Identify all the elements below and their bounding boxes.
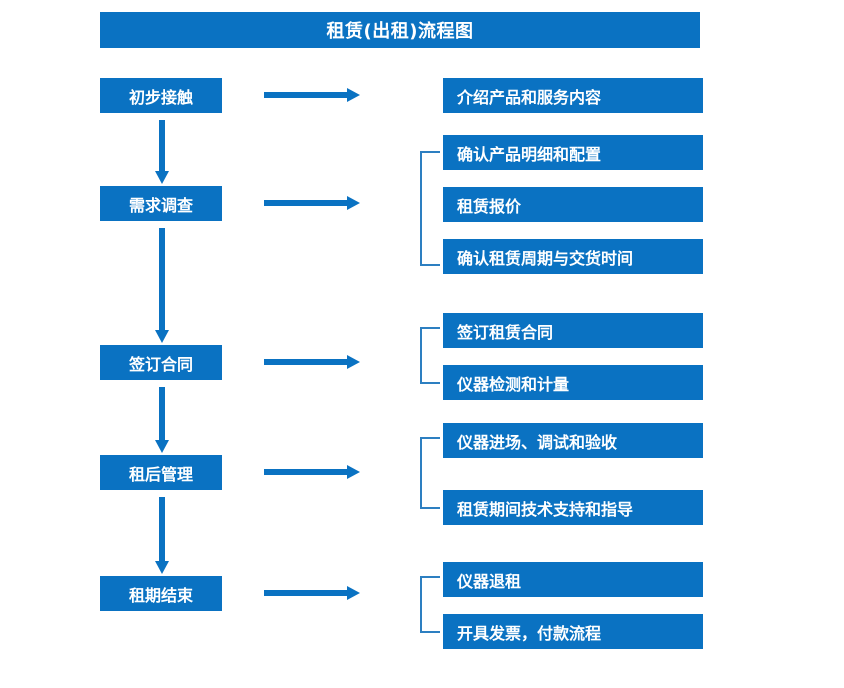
stage-box-4[interactable]: 租后管理 (100, 455, 222, 490)
detail-box-5[interactable]: 签订租赁合同 (443, 313, 703, 348)
group-bracket-3 (420, 327, 440, 384)
detail-box-6[interactable]: 仪器检测和计量 (443, 365, 703, 400)
group-bracket-2 (420, 151, 440, 266)
arrow-head-down-icon (155, 561, 169, 574)
horizontal-arrow-5 (264, 586, 360, 600)
arrow-head-right-icon (347, 586, 360, 600)
arrow-head-down-icon (155, 440, 169, 453)
detail-box-4[interactable]: 确认租赁周期与交货时间 (443, 239, 703, 274)
vertical-arrow-shaft (159, 497, 165, 561)
arrow-head-right-icon (347, 88, 360, 102)
horizontal-arrow-shaft (264, 590, 348, 596)
group-bracket-5 (420, 576, 440, 633)
stage-box-5[interactable]: 租期结束 (100, 576, 222, 611)
arrow-head-down-icon (155, 330, 169, 343)
arrow-head-right-icon (347, 465, 360, 479)
horizontal-arrow-2 (264, 196, 360, 210)
detail-box-10[interactable]: 开具发票，付款流程 (443, 614, 703, 649)
detail-box-1[interactable]: 介绍产品和服务内容 (443, 78, 703, 113)
arrow-head-right-icon (347, 196, 360, 210)
stage-box-2[interactable]: 需求调查 (100, 186, 222, 221)
vertical-arrow-shaft (159, 228, 165, 330)
horizontal-arrow-3 (264, 355, 360, 369)
horizontal-arrow-shaft (264, 359, 348, 365)
detail-box-7[interactable]: 仪器进场、调试和验收 (443, 423, 703, 458)
vertical-arrow-4 (155, 497, 169, 574)
horizontal-arrow-shaft (264, 92, 348, 98)
horizontal-arrow-shaft (264, 200, 348, 206)
group-bracket-4 (420, 437, 440, 509)
detail-box-9[interactable]: 仪器退租 (443, 562, 703, 597)
horizontal-arrow-1 (264, 88, 360, 102)
vertical-arrow-shaft (159, 387, 165, 440)
detail-box-8[interactable]: 租赁期间技术支持和指导 (443, 490, 703, 525)
page-title: 租赁(出租)流程图 (100, 12, 700, 48)
detail-box-2[interactable]: 确认产品明细和配置 (443, 135, 703, 170)
horizontal-arrow-4 (264, 465, 360, 479)
arrow-head-down-icon (155, 171, 169, 184)
stage-box-3[interactable]: 签订合同 (100, 345, 222, 380)
arrow-head-right-icon (347, 355, 360, 369)
detail-box-3[interactable]: 租赁报价 (443, 187, 703, 222)
vertical-arrow-3 (155, 387, 169, 453)
vertical-arrow-2 (155, 228, 169, 343)
horizontal-arrow-shaft (264, 469, 348, 475)
vertical-arrow-1 (155, 120, 169, 184)
stage-box-1[interactable]: 初步接触 (100, 78, 222, 113)
vertical-arrow-shaft (159, 120, 165, 171)
